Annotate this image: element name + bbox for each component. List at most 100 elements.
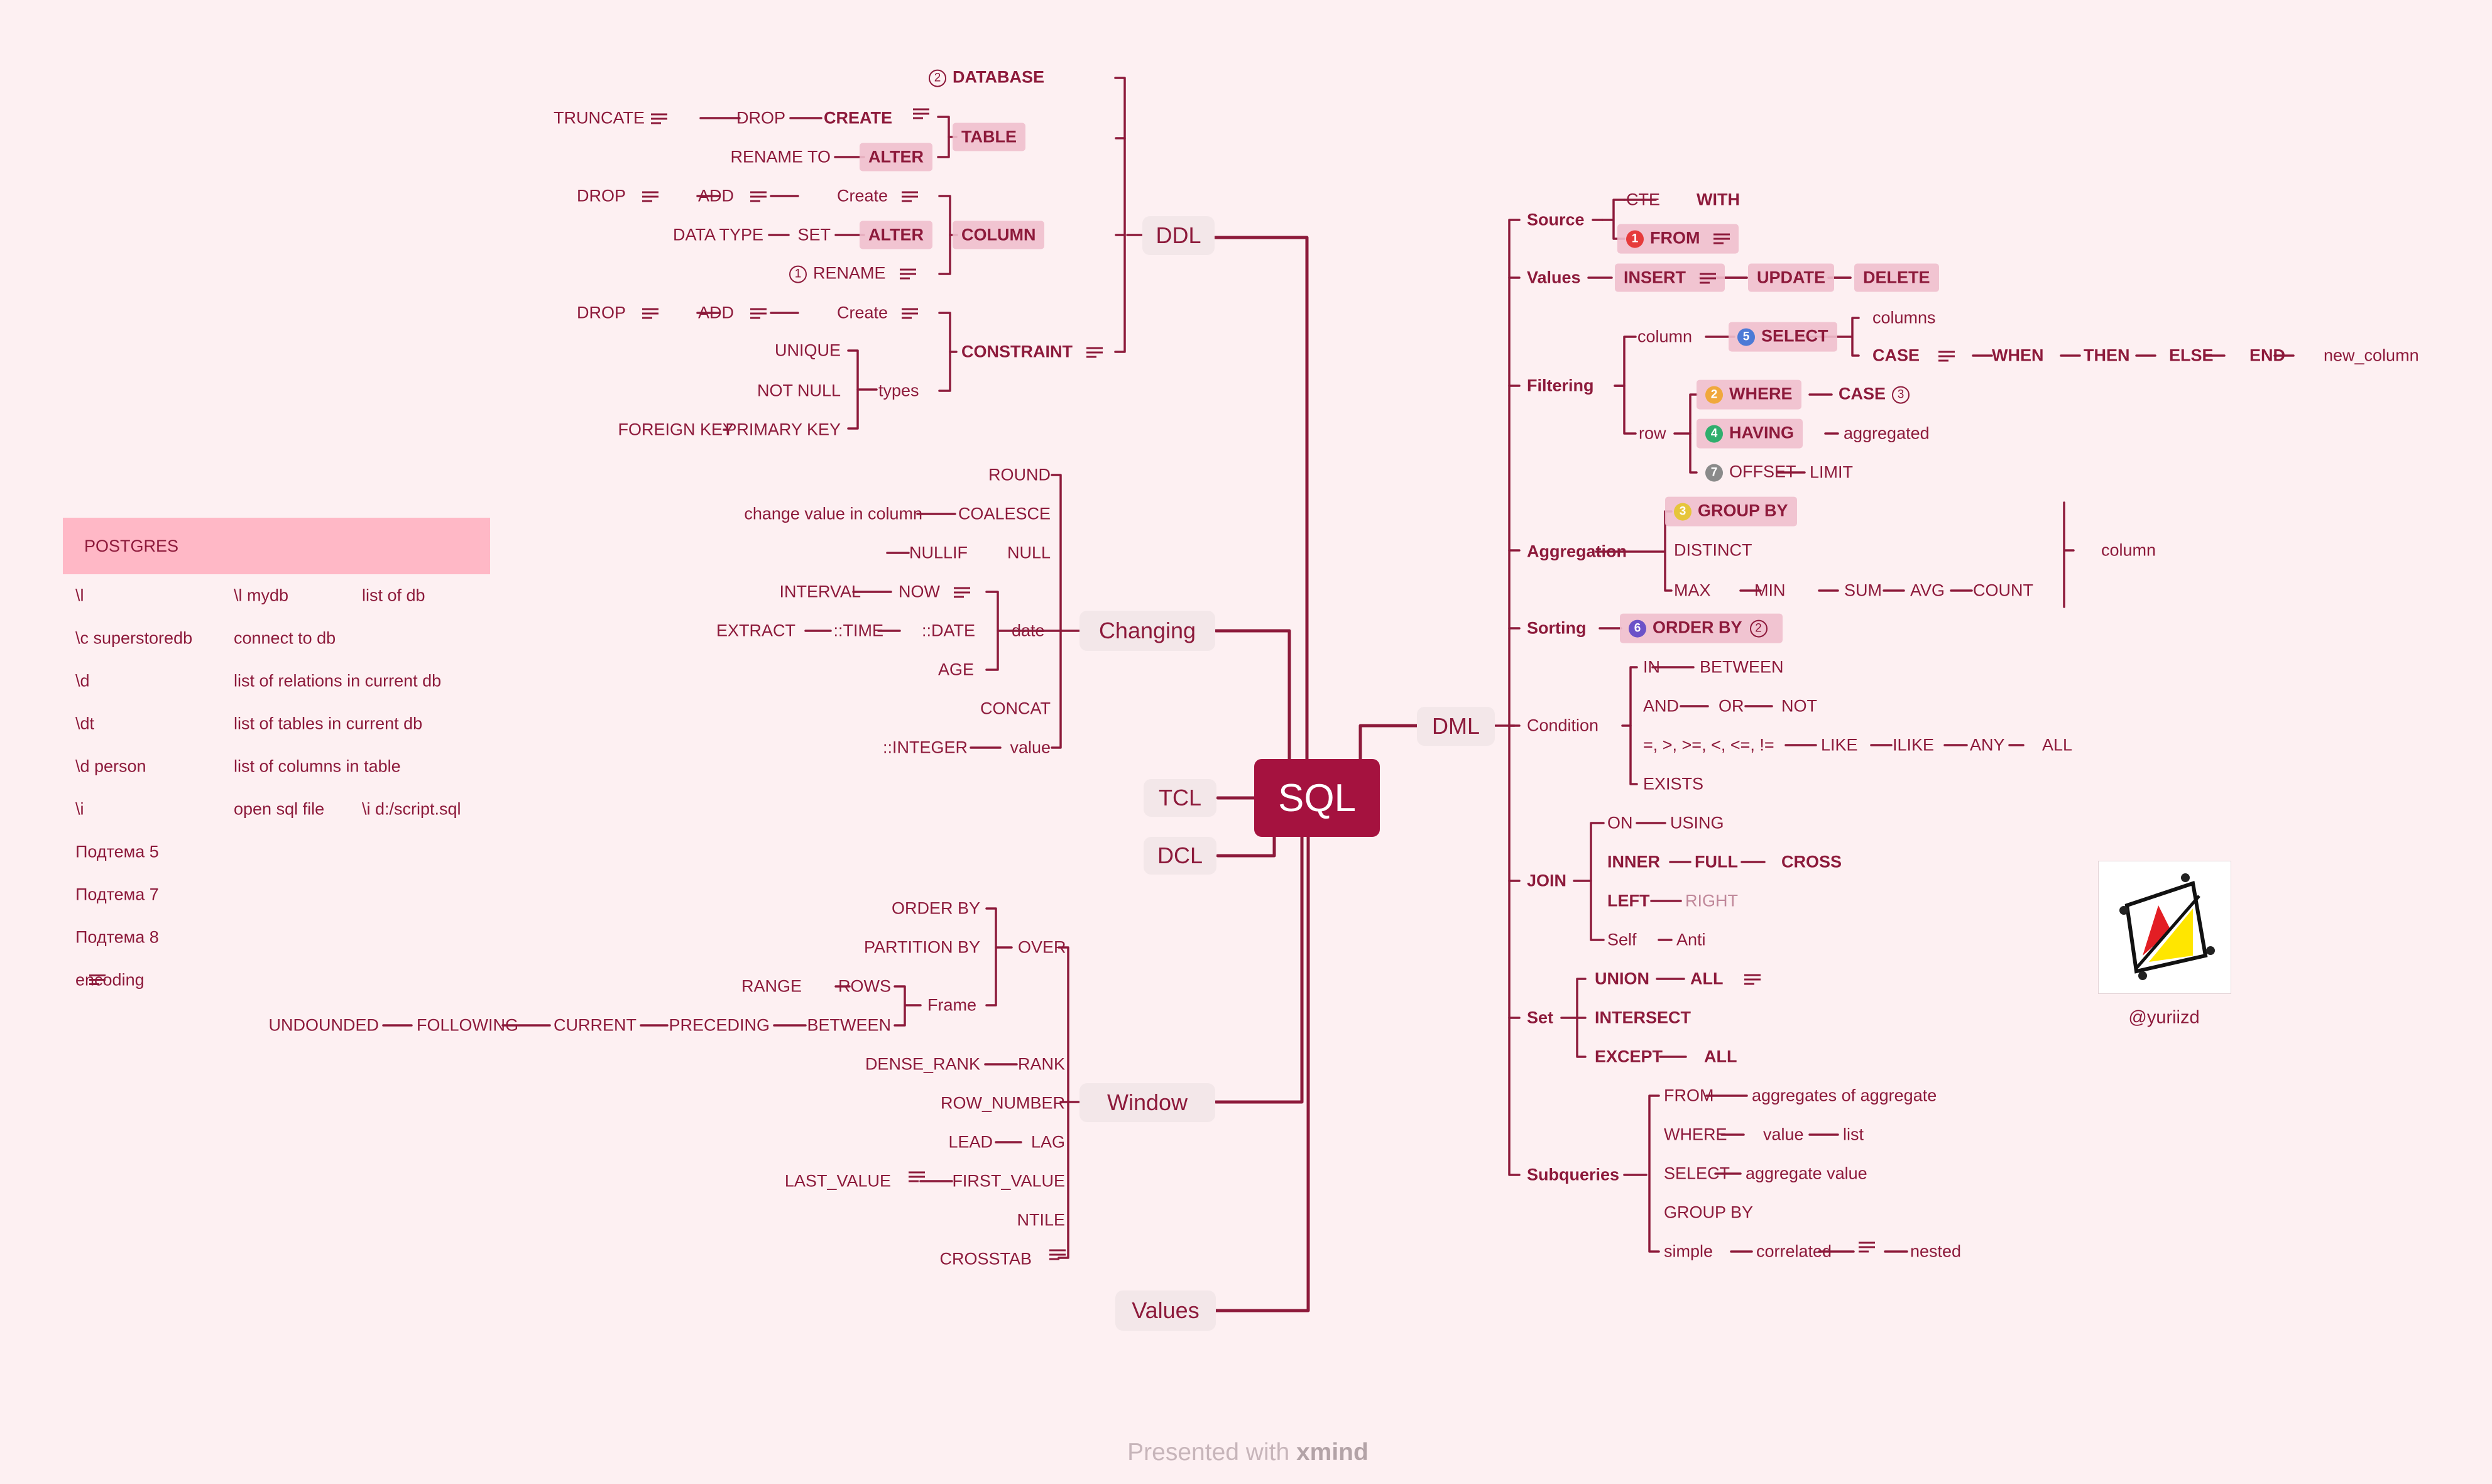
win-row-number[interactable]: ROW_NUMBER bbox=[940, 1093, 1065, 1113]
dml-exists[interactable]: EXISTS bbox=[1643, 774, 1704, 794]
ddl-alter-1[interactable]: ALTER bbox=[860, 143, 932, 172]
dml-any[interactable]: ANY bbox=[1970, 735, 2005, 755]
sq-list[interactable]: list bbox=[1843, 1125, 1864, 1144]
ddl-foreign-key[interactable]: FOREIGN KEY bbox=[618, 420, 734, 439]
win-lag[interactable]: LAG bbox=[1030, 1132, 1065, 1152]
table-row[interactable]: encoding bbox=[63, 959, 490, 1001]
dml-end[interactable]: END bbox=[2249, 346, 2286, 365]
table-row[interactable]: Подтема 8 bbox=[63, 916, 490, 959]
dml-condition[interactable]: Condition bbox=[1527, 716, 1599, 735]
chg-interval[interactable]: INTERVAL bbox=[779, 582, 861, 601]
dml-in[interactable]: IN bbox=[1643, 657, 1660, 677]
chg-date-cast[interactable]: ::DATE bbox=[921, 621, 975, 640]
dml-count[interactable]: COUNT bbox=[1973, 581, 2033, 600]
dml-source[interactable]: Source bbox=[1527, 210, 1585, 229]
ddl-drop-2[interactable]: DROP bbox=[577, 187, 659, 205]
dml-between[interactable]: BETWEEN bbox=[1700, 657, 1784, 677]
tcl-node[interactable]: TCL bbox=[1144, 779, 1216, 817]
dml-with[interactable]: WITH bbox=[1697, 190, 1740, 209]
dml-union[interactable]: UNION bbox=[1595, 969, 1649, 988]
sq-agg-of-agg[interactable]: aggregates of aggregate bbox=[1752, 1086, 1937, 1105]
ddl-create-2[interactable]: Create bbox=[837, 187, 919, 205]
win-range[interactable]: RANGE bbox=[741, 976, 802, 996]
dml-aggregation[interactable]: Aggregation bbox=[1527, 542, 1627, 561]
dml-case[interactable]: CASE bbox=[1872, 347, 1955, 364]
dml-row[interactable]: row bbox=[1639, 423, 1666, 443]
win-over[interactable]: OVER bbox=[1018, 937, 1066, 957]
win-last-value[interactable]: LAST_VALUE bbox=[784, 1171, 891, 1191]
dml-filtering[interactable]: Filtering bbox=[1527, 376, 1594, 395]
dml-subqueries[interactable]: Subqueries bbox=[1527, 1165, 1620, 1184]
chg-round[interactable]: ROUND bbox=[988, 465, 1051, 484]
dml-full[interactable]: FULL bbox=[1695, 852, 1738, 871]
dml-update[interactable]: UPDATE bbox=[1747, 263, 1835, 292]
chg-now[interactable]: NOW bbox=[899, 583, 970, 601]
chg-date[interactable]: date bbox=[1012, 621, 1045, 640]
ddl-truncate[interactable]: TRUNCATE bbox=[554, 109, 667, 127]
ddl-rename-to[interactable]: RENAME TO bbox=[730, 147, 831, 166]
chg-coalesce[interactable]: COALESCE bbox=[958, 504, 1051, 523]
dml-inner[interactable]: INNER bbox=[1607, 852, 1661, 871]
chg-change-value[interactable]: change value in column bbox=[744, 504, 922, 523]
dml-limit[interactable]: LIMIT bbox=[1810, 462, 1854, 482]
dml-intersect[interactable]: INTERSECT bbox=[1595, 1008, 1691, 1027]
sq-agg-value[interactable]: aggregate value bbox=[1746, 1164, 1867, 1183]
dml-agg-column[interactable]: column bbox=[2101, 540, 2156, 560]
sq-nested[interactable]: nested bbox=[1910, 1241, 1962, 1261]
sq-select[interactable]: SELECT bbox=[1664, 1164, 1730, 1183]
ddl-node[interactable]: DDL bbox=[1142, 216, 1215, 255]
ddl-add-2[interactable]: ADD bbox=[698, 304, 767, 322]
dml-ilike[interactable]: ILIKE bbox=[1893, 735, 1935, 755]
sq-from[interactable]: FROM bbox=[1664, 1086, 1714, 1105]
dml-values[interactable]: Values bbox=[1527, 268, 1581, 287]
ddl-create[interactable]: CREATE bbox=[823, 108, 892, 128]
dml-aggregated[interactable]: aggregated bbox=[1844, 423, 1930, 443]
dml-cross[interactable]: CROSS bbox=[1781, 852, 1842, 871]
ddl-drop-1[interactable]: DROP bbox=[736, 108, 785, 128]
win-undounded[interactable]: UNDOUNDED bbox=[268, 1015, 380, 1035]
window-node[interactable]: Window bbox=[1079, 1083, 1215, 1122]
dml-using[interactable]: USING bbox=[1670, 813, 1724, 832]
ddl-not-null[interactable]: NOT NULL bbox=[757, 381, 841, 400]
dml-avg[interactable]: AVG bbox=[1910, 581, 1945, 600]
table-row[interactable]: Подтема 7 bbox=[63, 873, 490, 916]
dml-and[interactable]: AND bbox=[1643, 696, 1680, 716]
ddl-create-3[interactable]: Create bbox=[837, 304, 919, 322]
dml-cte[interactable]: CTE bbox=[1626, 190, 1660, 209]
dml-columns[interactable]: columns bbox=[1872, 308, 1936, 327]
sq-simple[interactable]: simple bbox=[1664, 1241, 1713, 1261]
dml-min[interactable]: MIN bbox=[1754, 581, 1786, 600]
ddl-constraint[interactable]: CONSTRAINT bbox=[961, 343, 1103, 361]
ddl-column[interactable]: COLUMN bbox=[952, 221, 1046, 249]
win-current[interactable]: CURRENT bbox=[554, 1015, 637, 1035]
dml-delete[interactable]: DELETE bbox=[1854, 263, 1938, 292]
sq-where[interactable]: WHERE bbox=[1664, 1125, 1727, 1144]
win-following[interactable]: FOLLOWING bbox=[416, 1015, 518, 1035]
dml-left[interactable]: LEFT bbox=[1607, 891, 1650, 910]
dml-like[interactable]: LIKE bbox=[1821, 735, 1858, 755]
ddl-add-1[interactable]: ADD bbox=[698, 187, 767, 205]
dml-insert[interactable]: INSERT bbox=[1614, 263, 1725, 292]
dml-node[interactable]: DML bbox=[1417, 707, 1495, 746]
ddl-table[interactable]: TABLE bbox=[953, 123, 1025, 151]
win-ntile[interactable]: NTILE bbox=[1017, 1210, 1065, 1230]
win-rank[interactable]: RANK bbox=[1017, 1054, 1065, 1074]
ddl-types[interactable]: types bbox=[878, 381, 919, 400]
ddl-unique[interactable]: UNIQUE bbox=[774, 341, 841, 360]
ddl-primary-key[interactable]: PRIMARY KEY bbox=[725, 420, 841, 439]
dml-new-column[interactable]: new_column bbox=[2324, 346, 2419, 365]
dml-join[interactable]: JOIN bbox=[1527, 871, 1567, 890]
win-order-by[interactable]: ORDER BY bbox=[891, 898, 980, 918]
win-preceding[interactable]: PRECEDING bbox=[669, 1015, 770, 1035]
